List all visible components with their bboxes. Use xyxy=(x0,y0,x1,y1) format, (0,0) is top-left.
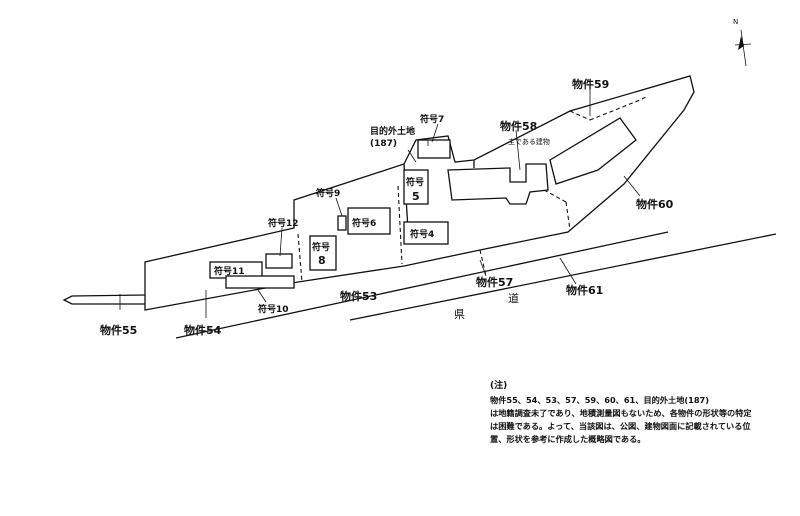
building-60 xyxy=(549,117,637,185)
label-building-8a: 符号 xyxy=(312,241,330,253)
label-building-5a: 符号 xyxy=(406,176,424,188)
label-property-54: 物件54 xyxy=(184,323,222,337)
label-property-61: 物件61 xyxy=(566,283,603,297)
note-block: (注) 物件55、54、53、57、59、60、61、目的外土地(187) は地… xyxy=(490,380,790,446)
label-property-59: 物件59 xyxy=(572,77,609,91)
road-edge-upper xyxy=(175,231,669,339)
label-building-4: 符号4 xyxy=(410,228,434,240)
label-building-12: 符号12 xyxy=(268,217,299,229)
building-10 xyxy=(225,275,295,289)
main-building-58 xyxy=(447,163,549,205)
road-edge-lower xyxy=(349,233,777,321)
label-building-6: 符号6 xyxy=(352,217,376,229)
label-property-53: 物件53 xyxy=(340,289,377,303)
label-property-60: 物件60 xyxy=(636,197,674,211)
svg-text:N: N xyxy=(733,18,738,26)
label-property-57: 物件57 xyxy=(476,275,513,289)
building-9 xyxy=(337,215,347,231)
label-building-11: 符号11 xyxy=(214,265,245,277)
label-building-7: 符号7 xyxy=(420,113,444,125)
note-line-1: 物件55、54、53、57、59、60、61、目的外土地(187) xyxy=(490,395,709,405)
label-property-55: 物件55 xyxy=(100,323,137,337)
building-6 xyxy=(347,207,391,235)
label-building-8b: 8 xyxy=(318,254,326,267)
label-road-1: 県 xyxy=(454,308,465,321)
building-4 xyxy=(403,221,449,245)
label-excluded-land-number: (187) xyxy=(370,139,397,149)
label-property-58: 物件58 xyxy=(500,119,537,133)
building-12 xyxy=(265,253,293,269)
note-line-4: 置、形状を参考に作成した概略図である。 xyxy=(490,434,646,444)
north-arrow-icon: N xyxy=(733,18,752,67)
building-5 xyxy=(403,169,429,205)
label-road-2: 道 xyxy=(508,291,519,305)
label-building-9: 符号9 xyxy=(316,187,340,199)
label-building-10: 符号10 xyxy=(258,303,289,315)
building-8 xyxy=(309,235,337,271)
building-7 xyxy=(417,139,451,159)
note-line-2: は地籍調査未了であり、地積測量図もないため、各物件の形状等の特定 xyxy=(490,408,752,418)
label-building-5b: 5 xyxy=(412,190,420,203)
label-main-building: 主である建物 xyxy=(508,137,550,146)
note-heading: (注) xyxy=(490,381,508,391)
stub-55 xyxy=(62,294,146,305)
label-excluded-land: 目的外土地 xyxy=(370,125,415,137)
note-line-3: は困難である。よって、当該図は、公図、建物図面に記載されている位 xyxy=(490,421,751,431)
